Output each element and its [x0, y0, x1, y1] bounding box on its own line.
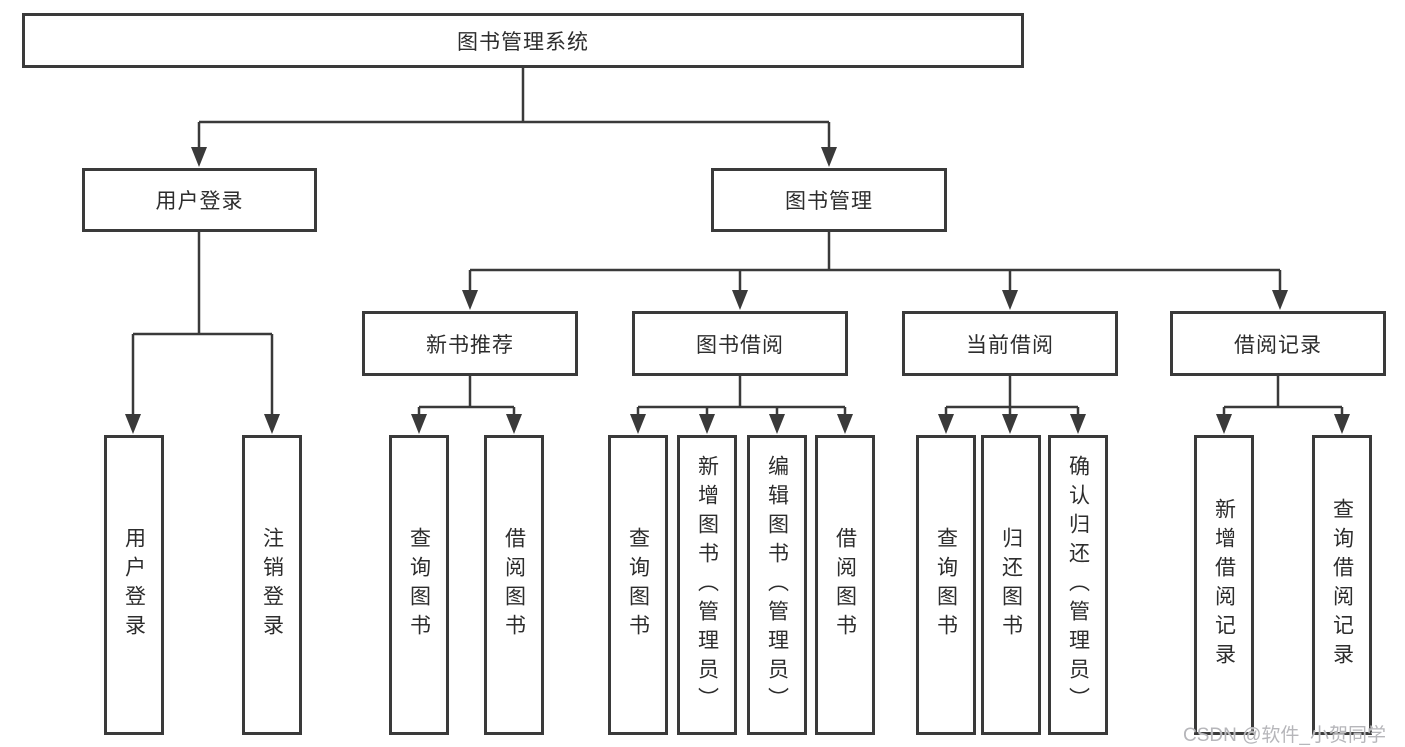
arrow-down-icon: [1002, 290, 1018, 310]
node-new-book-recommend-label: 新书推荐: [426, 333, 514, 357]
watermark-text: CSDN @软件_小贺同学: [1183, 725, 1386, 746]
node-current-borrow: 当前借阅: [902, 311, 1118, 376]
node-user-login-label: 用户登录: [155, 190, 244, 213]
leaf-user-login-label: 用户登录: [122, 527, 146, 643]
arrow-down-icon: [732, 290, 748, 310]
node-current-borrow-label: 当前借阅: [966, 333, 1054, 357]
leaf-return-book: 归还图书: [981, 435, 1041, 735]
node-book-management-label: 图书管理: [785, 190, 873, 213]
leaf-edit-book-admin-label: 编辑图书（管理员）: [765, 454, 789, 716]
leaf-borrow-books-recommend-label: 借阅图书: [502, 527, 526, 643]
arrow-down-icon: [821, 147, 837, 167]
arrow-down-icon: [264, 414, 280, 434]
leaf-query-books-borrow: 查询图书: [608, 435, 668, 735]
connector-book-borrow-children: [630, 376, 853, 434]
arrow-down-icon: [938, 414, 954, 434]
connector-root-to-level2: [191, 68, 837, 167]
leaf-query-books-borrow-label: 查询图书: [626, 527, 650, 643]
leaf-logout-label: 注销登录: [260, 527, 284, 643]
connector-book-management-children: [462, 232, 1288, 310]
node-book-borrow: 图书借阅: [632, 311, 848, 376]
arrow-down-icon: [630, 414, 646, 434]
arrow-down-icon: [191, 147, 207, 167]
connector-borrow-records-children: [1216, 376, 1350, 434]
leaf-query-books-recommend: 查询图书: [389, 435, 449, 735]
leaf-add-book-admin: 新增图书（管理员）: [677, 435, 737, 735]
node-book-borrow-label: 图书借阅: [696, 333, 784, 357]
leaf-user-login: 用户登录: [104, 435, 164, 735]
leaf-query-borrow-record-label: 查询借阅记录: [1330, 498, 1354, 672]
leaf-borrow-books-borrow: 借阅图书: [815, 435, 875, 735]
arrow-down-icon: [769, 414, 785, 434]
leaf-query-borrow-record: 查询借阅记录: [1312, 435, 1372, 735]
arrow-down-icon: [699, 414, 715, 434]
arrow-down-icon: [462, 290, 478, 310]
node-library-management-system-label: 图书管理系统: [457, 30, 589, 54]
leaf-query-books-current: 查询图书: [916, 435, 976, 735]
leaf-return-book-label: 归还图书: [999, 527, 1023, 643]
leaf-logout: 注销登录: [242, 435, 302, 735]
arrow-down-icon: [411, 414, 427, 434]
arrow-down-icon: [837, 414, 853, 434]
leaf-borrow-books-borrow-label: 借阅图书: [833, 527, 857, 643]
arrow-down-icon: [1334, 414, 1350, 434]
leaf-confirm-return-admin-label: 确认归还（管理员）: [1066, 454, 1090, 716]
leaf-add-book-admin-label: 新增图书（管理员）: [695, 454, 719, 716]
node-library-management-system: 图书管理系统: [22, 13, 1024, 68]
arrow-down-icon: [1216, 414, 1232, 434]
node-borrow-records: 借阅记录: [1170, 311, 1386, 376]
arrow-down-icon: [1070, 414, 1086, 434]
node-book-management: 图书管理: [711, 168, 947, 232]
leaf-add-borrow-record-label: 新增借阅记录: [1212, 498, 1236, 672]
connector-user-login-children: [125, 232, 280, 434]
leaf-query-books-current-label: 查询图书: [934, 527, 958, 643]
leaf-query-books-recommend-label: 查询图书: [407, 527, 431, 643]
arrow-down-icon: [506, 414, 522, 434]
connector-new-book-recommend-children: [411, 376, 522, 434]
leaf-confirm-return-admin: 确认归还（管理员）: [1048, 435, 1108, 735]
arrow-down-icon: [1272, 290, 1288, 310]
node-new-book-recommend: 新书推荐: [362, 311, 578, 376]
arrow-down-icon: [1002, 414, 1018, 434]
leaf-edit-book-admin: 编辑图书（管理员）: [747, 435, 807, 735]
arrow-down-icon: [125, 414, 141, 434]
connector-current-borrow-children: [938, 376, 1086, 434]
node-borrow-records-label: 借阅记录: [1234, 333, 1322, 357]
leaf-borrow-books-recommend: 借阅图书: [484, 435, 544, 735]
leaf-add-borrow-record: 新增借阅记录: [1194, 435, 1254, 735]
node-user-login: 用户登录: [82, 168, 317, 232]
